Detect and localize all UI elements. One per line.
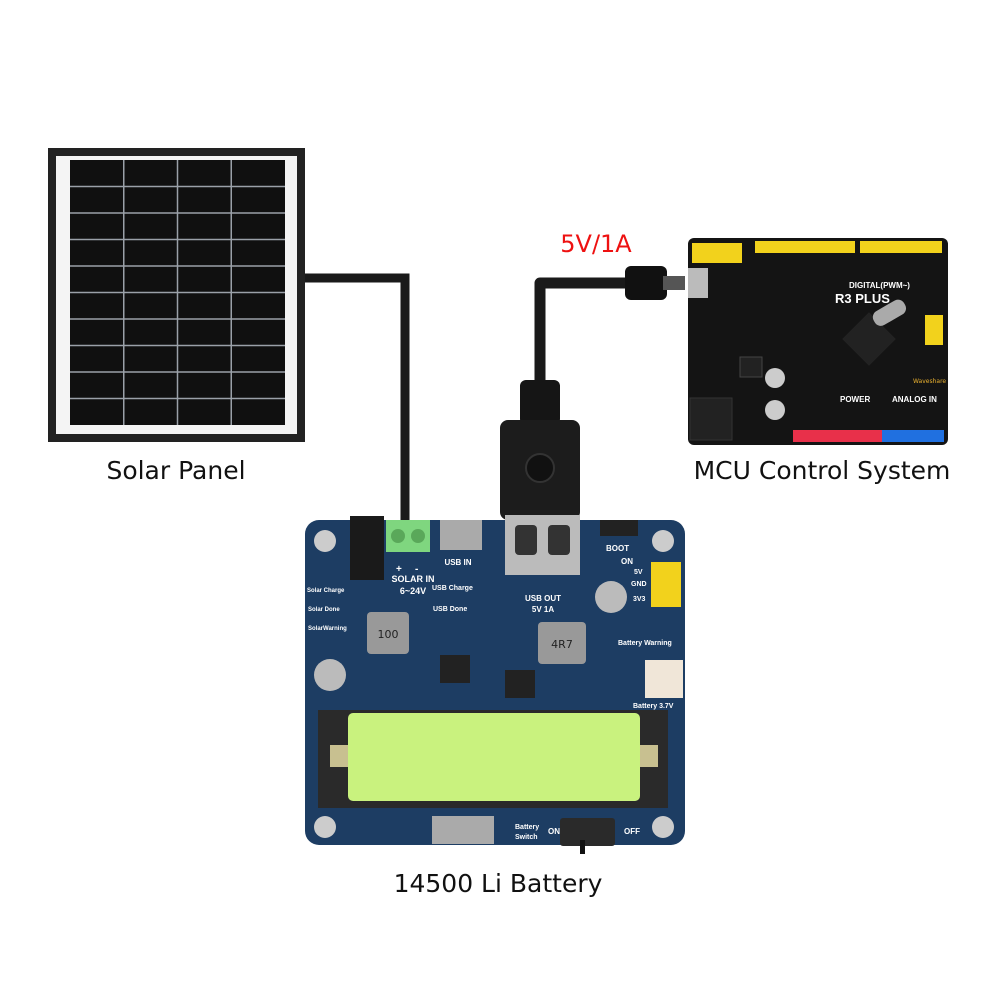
battery-switch-label-2: Switch <box>515 834 538 841</box>
solar-in-label: SOLAR IN <box>391 574 434 584</box>
usb-out-spec-label: 5V 1A <box>532 605 554 614</box>
solar-cable <box>300 273 410 528</box>
usb-done-label: USB Done <box>433 606 467 613</box>
5v-label: 5V <box>634 569 643 576</box>
plus-label: + <box>396 564 402 575</box>
usb-out-label: USB OUT <box>525 594 561 603</box>
inductor-100-label: 100 <box>378 628 399 641</box>
3v3-label: 3V3 <box>633 596 646 603</box>
solar-warning-label: SolarWarning <box>308 626 347 632</box>
solar-range-label: 6~24V <box>400 586 426 596</box>
micro-usb-plug <box>625 266 667 300</box>
battery-switch-label-1: Battery <box>515 824 539 831</box>
switch-on-label: ON <box>548 827 560 836</box>
solar-charge-label: Solar Charge <box>307 588 345 594</box>
battery-voltage-label: Battery 3.7V <box>633 703 674 710</box>
usb-charge-label: USB Charge <box>432 585 473 592</box>
gnd-label: GND <box>631 581 647 588</box>
solar-panel-caption: Solar Panel <box>106 456 246 485</box>
battery-warning-label: Battery Warning <box>618 640 672 647</box>
inductor-4r7-label: 4R7 <box>551 638 573 651</box>
power-label: POWER <box>840 395 870 404</box>
boot-on-label: ON <box>621 557 633 566</box>
battery-level-leds <box>432 816 494 844</box>
battery-switch[interactable] <box>560 818 615 846</box>
battery-caption: 14500 Li Battery <box>393 869 603 898</box>
solar-panel <box>48 148 305 442</box>
mcu-board: DIGITAL(PWM~) R3 PLUS POWER ANALOG IN Wa… <box>688 238 948 445</box>
boot-label: BOOT <box>606 544 629 553</box>
power-board: SOLAR IN 6~24V + - USB IN USB Charge USB… <box>305 515 685 854</box>
usb-a-plug <box>500 420 580 520</box>
analog-label: ANALOG IN <box>892 395 937 404</box>
usb-in-label: USB IN <box>444 558 471 567</box>
mcu-caption: MCU Control System <box>693 456 951 485</box>
solar-done-label: Solar Done <box>308 607 340 613</box>
mcu-model-label: R3 PLUS <box>835 291 890 306</box>
switch-off-label: OFF <box>624 827 640 836</box>
output-spec-label: 5V/1A <box>560 230 632 258</box>
digital-label: DIGITAL(PWM~) <box>849 281 910 290</box>
battery-cell <box>348 713 640 801</box>
minus-label: - <box>415 564 418 575</box>
brand-logo: Waveshare <box>913 378 946 385</box>
usb-cable <box>534 277 650 420</box>
